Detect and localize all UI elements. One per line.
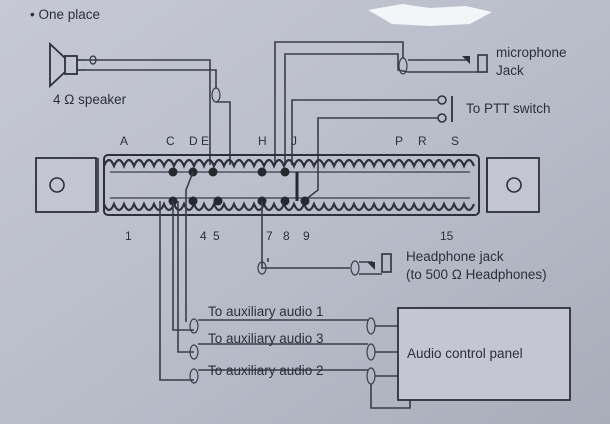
audio-control-panel-label: Audio control panel <box>407 346 523 361</box>
aux-label-1: To auxiliary audio 1 <box>208 304 324 319</box>
microphone-jack-icon <box>408 54 488 73</box>
headphone-label-line2: (to 500 Ω Headphones) <box>406 267 547 282</box>
terminal-number-8: 8 <box>283 229 290 243</box>
microphone-label-line1: microphone <box>496 45 567 60</box>
terminal-number-9: 9 <box>303 229 310 243</box>
note-text: • One place <box>30 7 100 22</box>
terminal-letter-a: A <box>120 134 128 148</box>
terminal-letter-r: R <box>418 134 427 148</box>
paper-scrap <box>368 4 492 26</box>
speaker-icon <box>49 41 97 89</box>
aux-label-3: To auxiliary audio 3 <box>208 331 324 346</box>
microphone-label-line2: Jack <box>496 63 524 78</box>
terminal-letter-e: E <box>201 134 209 148</box>
headphone-label-line1: Headphone jack <box>406 249 504 264</box>
audio-control-panel-box <box>397 307 571 401</box>
terminal-letter-d: D <box>189 134 198 148</box>
terminal-number-4: 4 <box>200 229 207 243</box>
terminal-strip <box>35 154 540 216</box>
terminal-letter-j: J <box>291 134 297 148</box>
ptt-switch-label: To PTT switch <box>466 101 551 116</box>
terminal-number-1: 1 <box>125 229 132 243</box>
terminal-number-5: 5 <box>213 229 220 243</box>
terminal-letter-s: S <box>451 134 459 148</box>
terminal-letter-h: H <box>258 134 267 148</box>
terminal-letter-c: C <box>166 134 175 148</box>
terminal-number-7: 7 <box>266 229 273 243</box>
terminal-number-15: 15 <box>440 229 454 243</box>
headphone-jack-icon <box>359 253 392 275</box>
speaker-label: 4 Ω speaker <box>53 92 127 107</box>
aux-label-2: To auxiliary audio 2 <box>208 363 324 378</box>
terminal-letter-p: P <box>395 134 403 148</box>
